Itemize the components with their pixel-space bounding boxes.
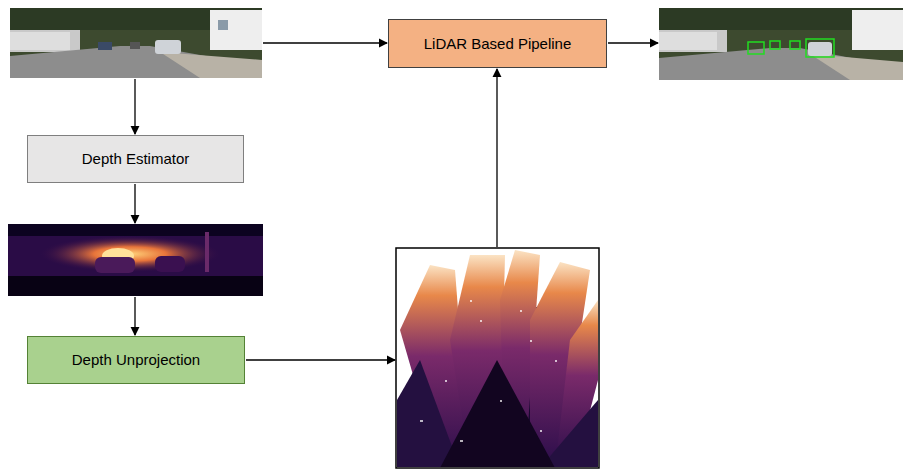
input-image <box>10 8 262 78</box>
depth-map <box>8 224 263 296</box>
process-box: Depth Unprojection <box>27 336 245 384</box>
box-label: LiDAR Based Pipeline <box>424 35 572 53</box>
process-box: Depth Estimator <box>27 135 244 183</box>
flow-arrow <box>134 184 135 223</box>
flow-arrow <box>496 69 497 247</box>
flow-arrow <box>134 79 135 134</box>
box-label: Depth Unprojection <box>72 351 200 369</box>
flow-arrow <box>134 297 135 335</box>
flow-arrow <box>246 359 395 360</box>
flow-arrow <box>608 42 658 43</box>
point-cloud <box>396 248 599 468</box>
output-image <box>659 8 903 80</box>
flow-arrow <box>263 42 387 43</box>
box-label: Depth Estimator <box>82 150 190 168</box>
process-box: LiDAR Based Pipeline <box>388 19 607 68</box>
